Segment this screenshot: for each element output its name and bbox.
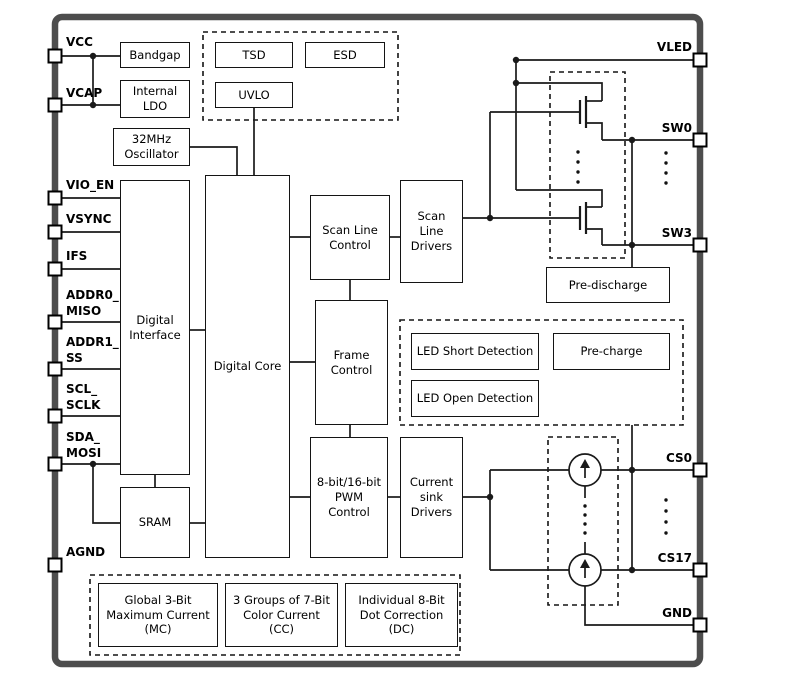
pin-label-sda-mosi: SDA_ MOSI (66, 430, 102, 460)
pin-square-scl-sclk (47, 408, 63, 424)
pin-squares (47, 48, 708, 633)
mosfet-switch-lower (578, 202, 603, 245)
pin-label-gnd: GND (662, 606, 692, 620)
block-bandgap: Bandgap (120, 42, 190, 68)
block-sram: SRAM (120, 487, 190, 558)
pin-square-vcc (47, 48, 63, 64)
junction-dots (89, 52, 636, 574)
block-pre-charge: Pre-charge (553, 333, 670, 370)
pin-square-ifs (47, 261, 63, 277)
block-esd: ESD (305, 42, 385, 68)
pin-label-addr0-miso: ADDR0_ MISO (66, 288, 119, 318)
pin-square-vsync (47, 224, 63, 240)
pin-label-scl-sclk: SCL_ SCLK (66, 382, 101, 412)
block-digital-interface: Digital Interface (120, 180, 190, 475)
pin-label-cs0: CS0 (665, 451, 692, 465)
protection-group-box (202, 31, 399, 121)
pin-square-vled (692, 52, 708, 68)
pin-label-sw0: SW0 (661, 121, 692, 135)
block-digital-core: Digital Core (205, 175, 290, 558)
pin-square-vcap (47, 97, 63, 113)
pin-label-sw3: SW3 (661, 226, 692, 240)
block-oscillator: 32MHz Oscillator (113, 128, 190, 166)
pin-square-gnd (692, 617, 708, 633)
pin-square-addr0-miso (47, 314, 63, 330)
pin-square-sda-mosi (47, 456, 63, 472)
detection-group-box (399, 319, 684, 426)
pin-square-cs0 (692, 462, 708, 478)
block-internal-ldo: Internal LDO (120, 80, 190, 118)
block-current-sink-drivers: Current sink Drivers (400, 437, 463, 558)
pin-label-agnd: AGND (66, 545, 106, 559)
chip-outline (51, 13, 704, 668)
current-source-symbol-bottom (568, 553, 602, 587)
current-config-group-box (89, 574, 461, 656)
block-uvlo: UVLO (215, 82, 293, 108)
pin-square-vio-en (47, 190, 63, 206)
pin-label-vio-en: VIO_EN (66, 178, 115, 192)
ellipsis-dots (576, 150, 668, 535)
block-maximum-current: Global 3-Bit Maximum Current (MC) (98, 583, 218, 647)
block-frame-control: Frame Control (315, 300, 388, 425)
pin-square-agnd (47, 557, 63, 573)
current-sink-group-box (547, 436, 619, 606)
pin-label-vcc: VCC (66, 35, 93, 49)
block-led-open-detection: LED Open Detection (411, 380, 539, 417)
scan-switch-group-box (549, 71, 626, 259)
block-dot-correction: Individual 8-Bit Dot Correction (DC) (345, 583, 458, 647)
block-pwm-control: 8-bit/16-bit PWM Control (310, 437, 388, 558)
block-color-current: 3 Groups of 7-Bit Color Current (CC) (225, 583, 338, 647)
mosfet-switch-upper (578, 96, 603, 140)
pin-label-addr1-ss: ADDR1_ SS (66, 335, 119, 365)
pin-label-vsync: VSYNC (66, 212, 112, 226)
block-pre-discharge: Pre-discharge (546, 267, 670, 303)
pin-square-sw0 (692, 132, 708, 148)
block-tsd: TSD (215, 42, 293, 68)
pin-label-vcap: VCAP (66, 86, 103, 100)
pin-label-ifs: IFS (66, 249, 88, 263)
pin-square-sw3 (692, 237, 708, 253)
block-led-short-detection: LED Short Detection (411, 333, 539, 370)
pin-label-vled: VLED (656, 40, 692, 54)
pin-square-cs17 (692, 562, 708, 578)
current-source-symbol-top (568, 453, 602, 487)
pin-square-addr1-ss (47, 361, 63, 377)
block-scan-line-drivers: Scan Line Drivers (400, 180, 463, 283)
pin-label-cs17: CS17 (657, 551, 692, 565)
block-scan-line-control: Scan Line Control (310, 195, 390, 280)
